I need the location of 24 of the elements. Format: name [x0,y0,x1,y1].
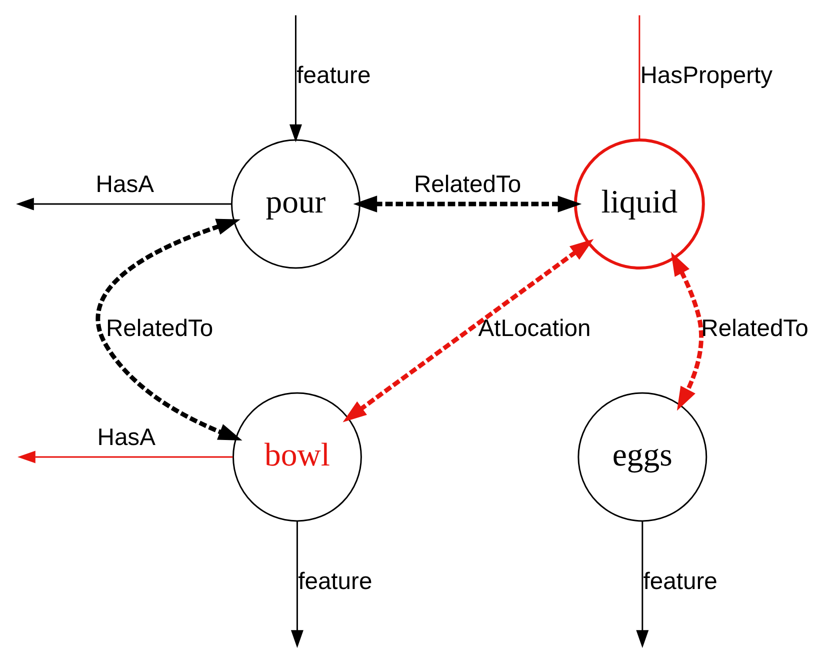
arrow [95,218,242,440]
edge-label: feature [296,62,370,90]
arrow [342,238,594,422]
node-circle: bowl [232,392,362,522]
connector [638,15,640,140]
edge-label: AtLocation [478,315,590,342]
arrow [17,450,232,464]
arrow [288,15,302,142]
node-circle: pour [230,139,360,269]
edge-label: HasA [96,424,155,451]
edge-label: feature [298,568,372,596]
node-circle: liquid [573,138,704,270]
edge-label: RelatedTo [700,315,808,342]
arrow [636,520,648,648]
arrow [352,196,582,212]
arrow [670,252,703,411]
edge-label: feature [642,568,717,596]
edge-label: RelatedTo [106,315,213,342]
edge-label: HasA [95,170,154,198]
arrow [16,198,231,210]
node-circle: eggs [577,392,707,522]
edge-label: RelatedTo [414,170,521,198]
edge-label: HasProperty [640,62,772,90]
arrow [290,520,303,648]
